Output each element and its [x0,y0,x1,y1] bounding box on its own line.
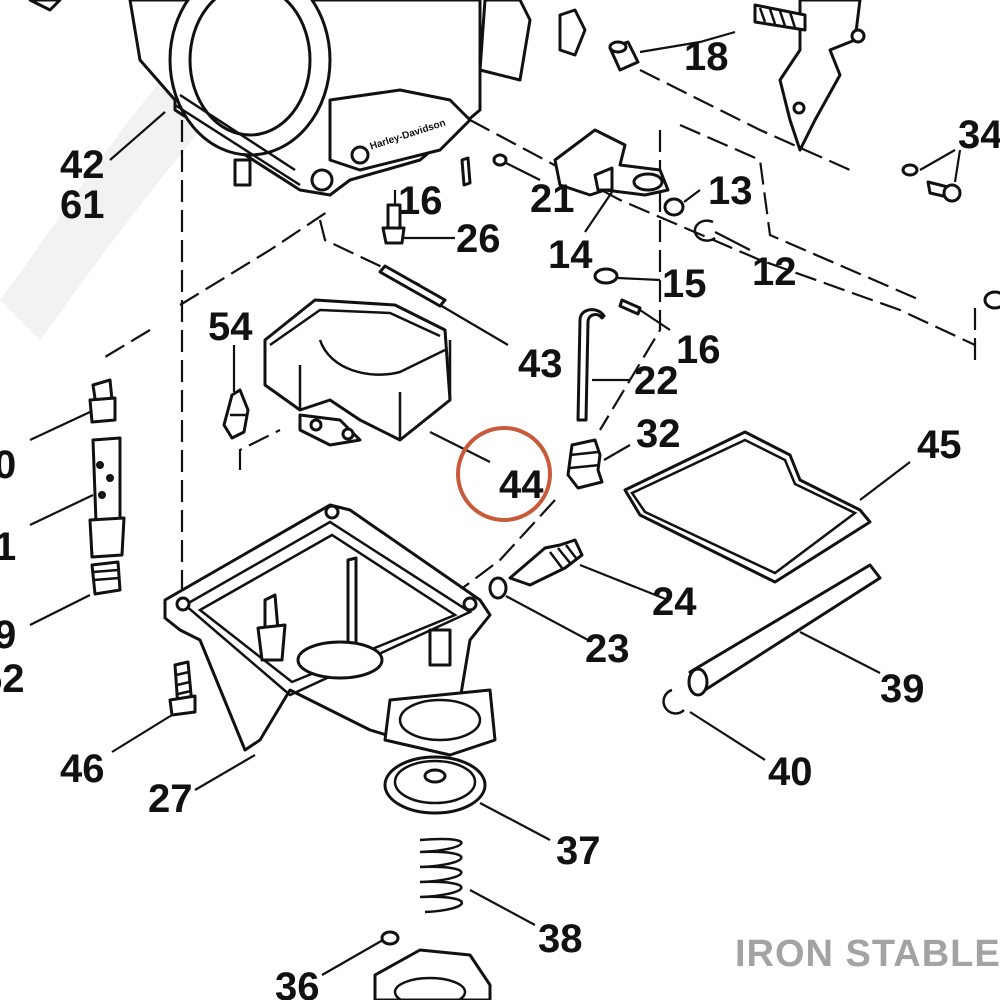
dashed-assembly-lines [99,69,977,600]
callout-44: 44 [499,463,544,507]
watermark: IRON STABLE [735,933,1000,975]
callout-27: 27 [148,777,193,821]
callout-45: 45 [917,423,962,467]
callout-24: 24 [652,580,697,624]
o-ring-23 [488,576,508,600]
needle-valve-54 [222,388,250,440]
mixture-screw-24 [508,538,584,587]
jet-assembly [88,378,126,596]
callout-61: 61 [60,183,105,227]
throttle-lever [753,0,866,152]
pump-cover [373,948,492,1000]
callout-12: 12 [752,250,797,294]
callout-15: 15 [662,262,707,306]
float-bowl-27 [163,503,497,757]
callout-23: 23 [585,627,630,671]
callout-26: 26 [456,217,501,261]
callout-13: 13 [708,169,753,213]
callout-0: 0 [0,443,16,487]
callout-43: 43 [518,342,563,386]
callout-39: 39 [880,667,925,711]
bowl-gasket-45 [623,430,872,584]
callout-21: 21 [530,177,575,221]
diaphragm-37 [383,755,487,815]
callout-18: 18 [684,35,729,79]
float-44 [263,298,452,447]
callout-36: 36 [275,965,320,1000]
leader-lines [29,30,962,976]
callout-46: 46 [60,747,105,791]
washer-13 [663,197,685,217]
screw-26 [381,203,406,245]
callout-16-upper: 16 [398,179,443,223]
callout-14: 14 [548,233,593,277]
pump-boot-32 [566,438,604,490]
pump-lever-14 [553,128,670,197]
callout-54: 54 [208,305,253,349]
callout-34: 34 [958,113,1000,157]
callout-labels: 18 34 42 61 16 21 13 26 14 12 15 16 54 4… [0,35,1000,1000]
callout-22: 22 [634,359,679,403]
washer-21 [492,153,508,167]
hose-39 [687,563,882,697]
clamp-40 [662,688,685,715]
callout-16-lower: 16 [676,328,721,372]
callout-38: 38 [538,917,583,961]
pump-rod-22 [576,308,606,422]
callout-52: 52 [0,657,25,701]
callout-32: 32 [636,412,681,456]
carburetor-body: Harley-Davidson [28,0,587,197]
callout-1: 1 [0,525,16,569]
pin-16a [460,156,472,187]
edge-part [983,290,1000,310]
screw-46 [168,660,197,717]
pin-16b [618,298,642,316]
callout-9: 9 [0,613,16,657]
washer-36 [380,930,400,946]
screw-34 [901,163,962,203]
float-pin-43 [378,264,447,308]
callout-40: 40 [768,750,813,794]
callout-37: 37 [556,829,601,873]
washer-15 [593,267,619,285]
callout-42: 42 [60,143,105,187]
highlight-circle [456,426,552,522]
bushing-18 [608,40,640,72]
spring-38 [419,837,464,914]
clip-12 [693,219,716,242]
background-swoosh [0,0,320,340]
